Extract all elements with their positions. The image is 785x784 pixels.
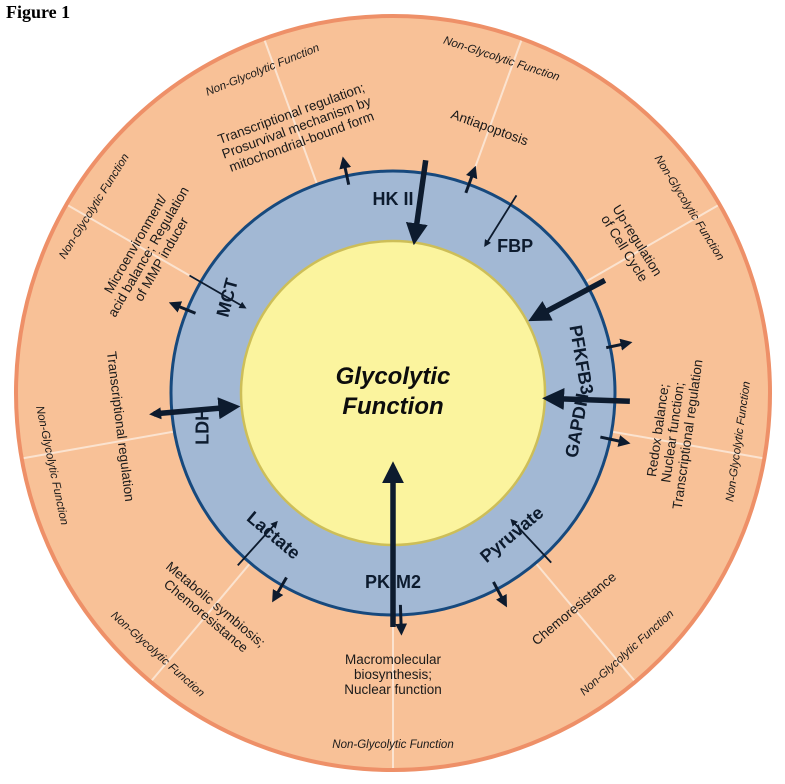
arrow-inward xyxy=(484,194,518,248)
component-label: FBP xyxy=(497,236,533,256)
component-label: LDH xyxy=(193,408,213,445)
arrow-inward xyxy=(189,274,247,309)
center-label-line1: Glycolytic xyxy=(336,363,451,390)
description-line: biosynthesis; xyxy=(354,667,432,682)
arrow-inward xyxy=(237,520,278,567)
non-glycolytic-label: Non-Glycolytic Function xyxy=(332,739,453,751)
arrow-outward xyxy=(600,435,631,447)
arrow-outward xyxy=(339,156,352,185)
description-line: Nuclear function xyxy=(344,682,442,697)
arrow-inward xyxy=(405,159,429,246)
arrows xyxy=(149,156,633,636)
arrow-outward xyxy=(149,407,179,420)
center-label-line2: Function xyxy=(342,393,443,420)
figure-label: Figure 1 xyxy=(6,2,71,22)
arrow-outward xyxy=(492,581,507,608)
arrow-outward xyxy=(464,165,478,194)
arrow-outward xyxy=(272,576,288,603)
arrow-outward xyxy=(605,338,633,351)
description-line: Macromolecular xyxy=(345,652,442,667)
arrow-outward xyxy=(395,604,408,636)
component-label: HK II xyxy=(372,189,413,209)
arrow-outward xyxy=(168,301,197,315)
arrow-inward xyxy=(528,277,607,322)
arrow-inward xyxy=(542,387,630,410)
component-label: PK-M2 xyxy=(365,572,421,592)
arrow-inward xyxy=(510,518,552,564)
